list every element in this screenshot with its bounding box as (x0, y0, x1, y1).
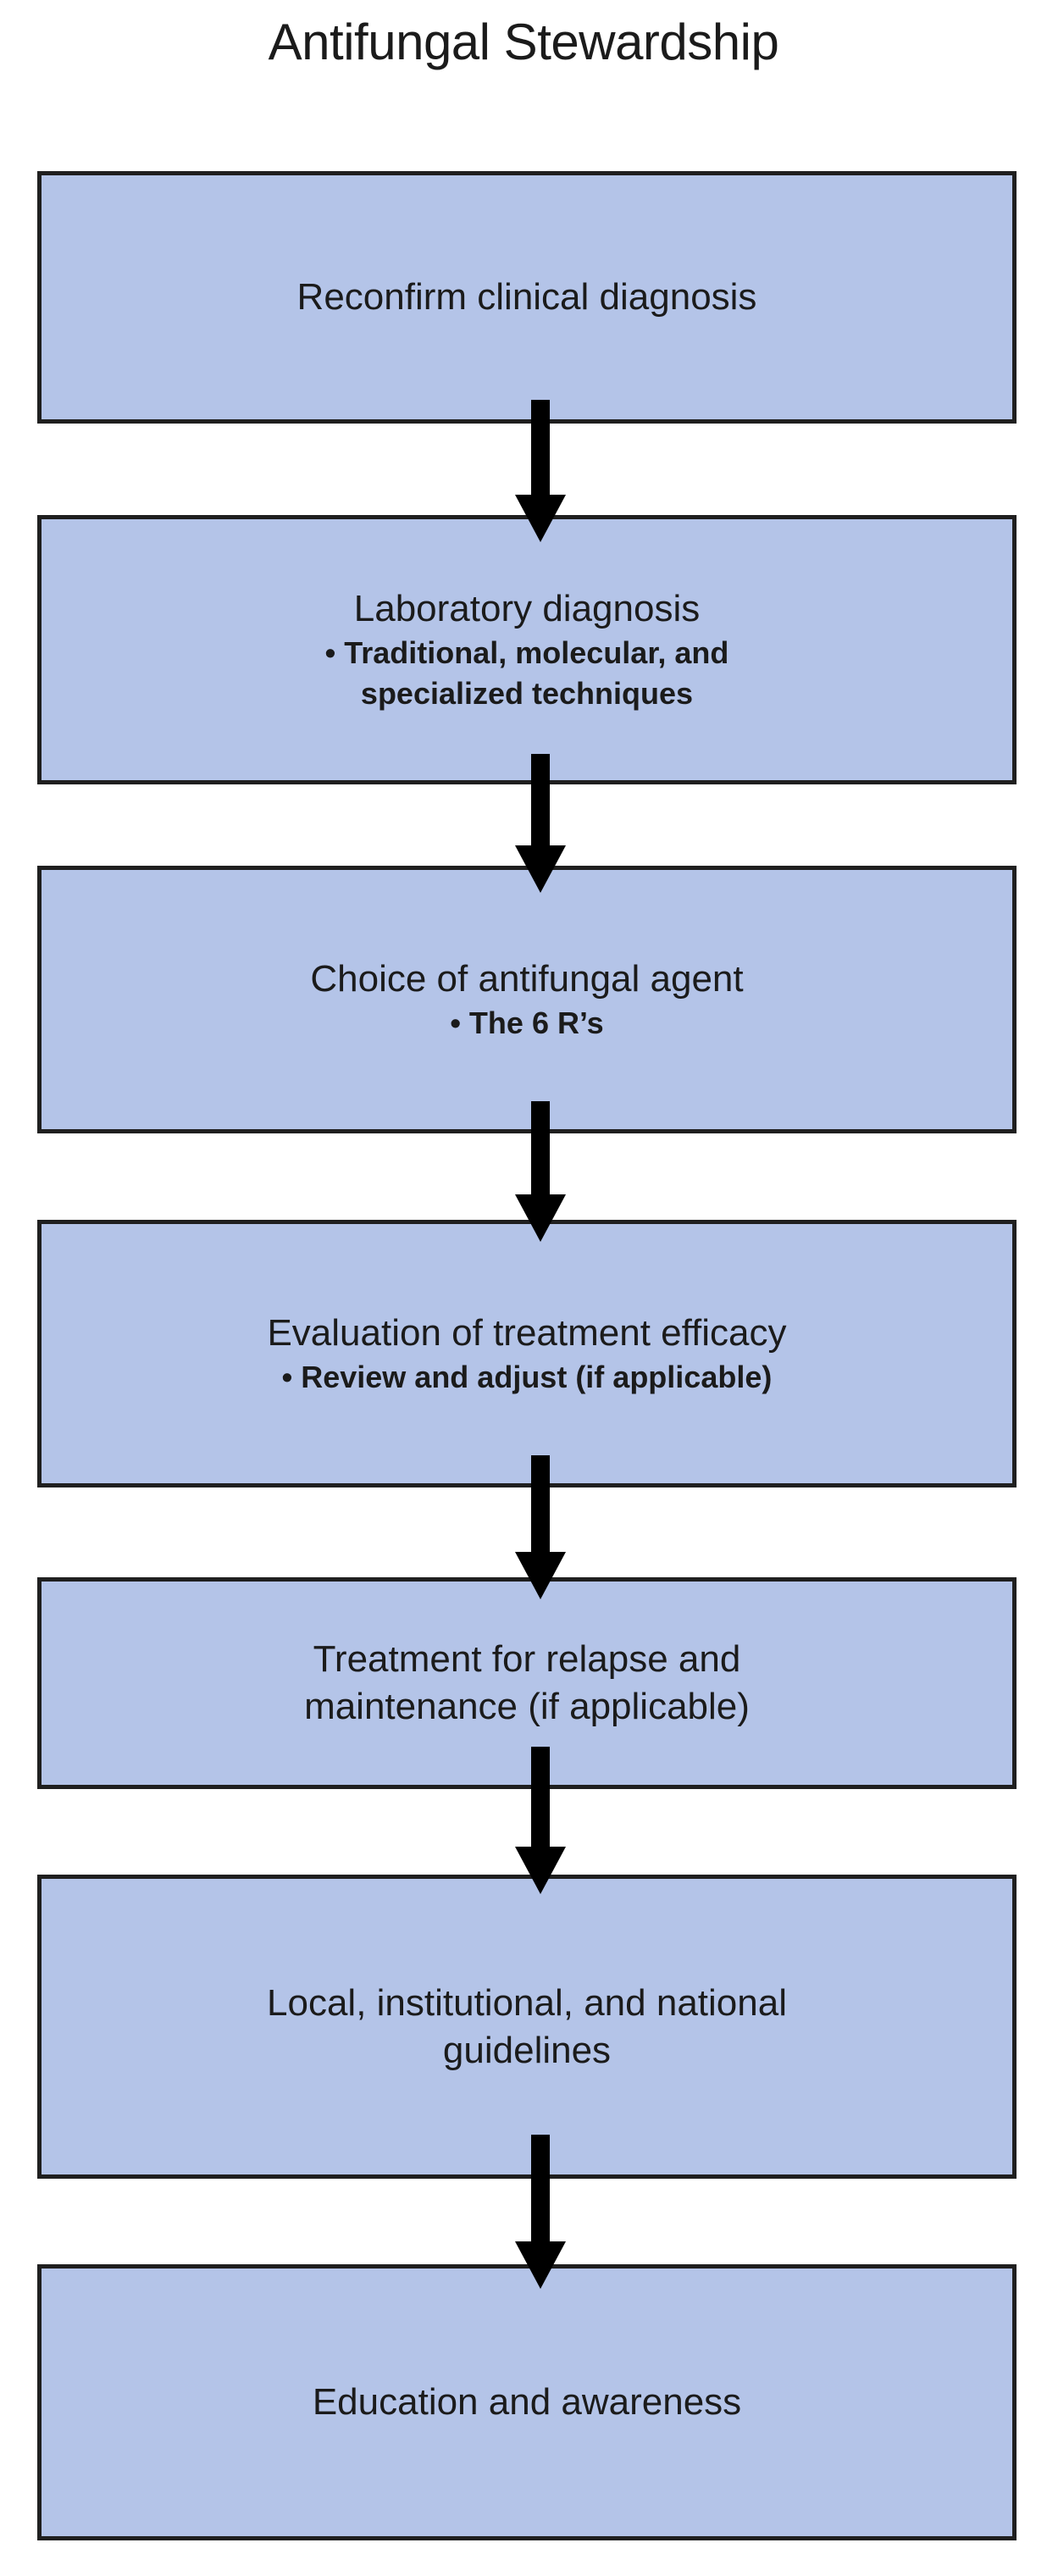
flow-step-5[interactable]: Treatment for relapse and maintenance (i… (37, 1577, 1017, 1789)
arrow-head-icon (515, 845, 566, 893)
flow-step-5-title: Treatment for relapse and maintenance (i… (304, 1638, 750, 1727)
flow-connector-1-2 (515, 400, 566, 542)
arrow-shaft (531, 400, 550, 495)
flow-step-7-title: Education and awareness (312, 2381, 742, 2423)
arrow-shaft (531, 2135, 550, 2243)
arrow-head-icon (515, 1552, 566, 1599)
arrow-shaft (531, 1747, 550, 1848)
flow-connector-5-6 (515, 1747, 566, 1896)
flow-step-7[interactable]: Education and awareness (37, 2264, 1017, 2540)
flow-step-2[interactable]: Laboratory diagnosis • Traditional, mole… (37, 515, 1017, 784)
flow-connector-4-5 (515, 1455, 566, 1601)
flow-step-1-title: Reconfirm clinical diagnosis (296, 276, 757, 318)
flow-step-2-title: Laboratory diagnosis (353, 588, 701, 629)
flow-step-4-bullet: • Review and adjust (if applicable) (281, 1360, 773, 1394)
arrow-head-icon (515, 2241, 566, 2289)
flow-step-3[interactable]: Choice of antifungal agent • The 6 R’s (37, 866, 1017, 1133)
flow-step-6[interactable]: Local, institutional, and national guide… (37, 1875, 1017, 2179)
flow-step-3-title: Choice of antifungal agent (310, 958, 744, 1000)
arrow-shaft (531, 1455, 550, 1554)
flow-step-6-title: Local, institutional, and national guide… (267, 1981, 787, 2071)
arrow-head-icon (515, 495, 566, 542)
arrow-shaft (531, 1101, 550, 1196)
flow-step-4[interactable]: Evaluation of treatment efficacy • Revie… (37, 1220, 1017, 1487)
flow-step-3-bullet: • The 6 R’s (450, 1005, 604, 1040)
arrow-shaft (531, 754, 550, 847)
flow-connector-3-4 (515, 1101, 566, 1244)
page-title: Antifungal Stewardship (268, 14, 779, 70)
flow-step-1[interactable]: Reconfirm clinical diagnosis (37, 171, 1017, 424)
flow-step-2-bullet: • Traditional, molecular, and specialize… (324, 635, 729, 711)
arrow-head-icon (515, 1194, 566, 1242)
arrow-head-icon (515, 1847, 566, 1894)
flow-connector-2-3 (515, 754, 566, 893)
flow-step-4-title: Evaluation of treatment efficacy (267, 1312, 787, 1354)
flow-connector-6-7 (515, 2135, 566, 2291)
